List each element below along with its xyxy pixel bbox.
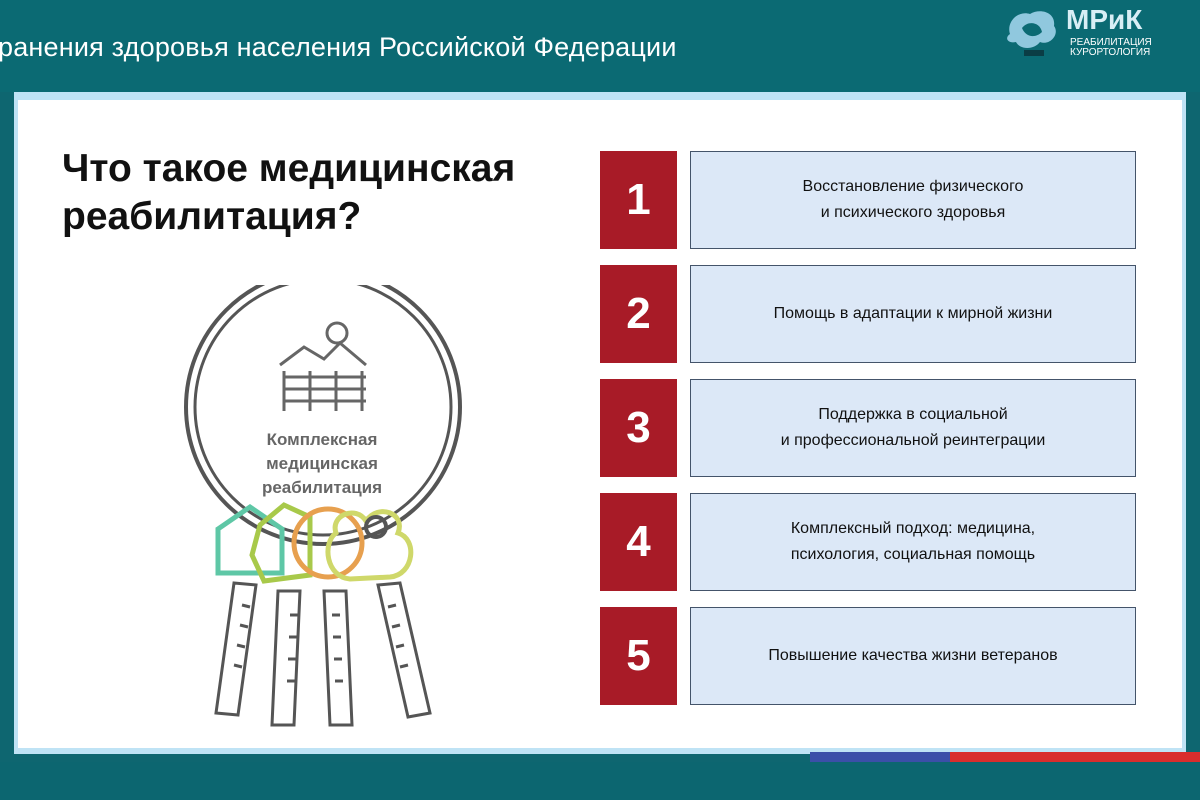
logo-emblem-icon (1007, 11, 1056, 56)
bottom-bar (0, 762, 1200, 800)
logo-subtitle-line1: РЕАБИЛИТАЦИЯ (1070, 37, 1152, 48)
logo-subtitle: РЕАБИЛИТАЦИЯ КУРОРТОЛОГИЯ (1070, 38, 1152, 58)
list-item: 4 Комплексный подход: медицина, психолог… (600, 493, 1136, 591)
item-box: Комплексный подход: медицина, психология… (690, 493, 1136, 591)
item-text: Помощь в адаптации к мирной жизни (773, 305, 1053, 322)
item-text: Комплексный подход: медицина, психология… (790, 520, 1036, 563)
list-item: 1 Восстановление физического и психическ… (600, 151, 1136, 249)
top-header-bar: ранения здоровья населения Российской Фе… (0, 0, 1200, 92)
stripe-blue (810, 752, 950, 762)
logo-name: МРиК (1066, 4, 1143, 35)
item-text: Повышение качества жизни ветеранов (768, 647, 1058, 664)
list-item: 2 Помощь в адаптации к мирной жизни (600, 265, 1136, 363)
list-item: 5 Повышение качества жизни ветеранов (600, 607, 1136, 705)
keys-illustration (180, 268, 470, 735)
item-number: 1 (600, 151, 677, 249)
item-number: 4 (600, 493, 677, 591)
item-box: Поддержка в социальной и профессионально… (690, 379, 1136, 477)
mrik-logo: МРиК РЕАБИЛИТАЦИЯ КУРОРТОЛОГИЯ (1000, 4, 1170, 64)
list-item: 3 Поддержка в социальной и профессиональ… (600, 379, 1136, 477)
landscape-icon (279, 321, 367, 411)
item-box: Помощь в адаптации к мирной жизни (690, 265, 1136, 363)
slide-title-line1: Что такое медицинская (62, 147, 516, 190)
item-text: Восстановление физического и психическог… (802, 178, 1024, 221)
slide-title-line2: реабилитация? (62, 195, 362, 238)
item-number: 2 (600, 265, 677, 363)
item-box: Повышение качества жизни ветеранов (690, 607, 1136, 705)
slide-title: Что такое медицинская реабилитация? (62, 145, 515, 241)
header-title: ранения здоровья населения Российской Фе… (0, 32, 677, 62)
item-number: 3 (600, 379, 677, 477)
stripe-red (950, 752, 1200, 762)
item-text: Поддержка в социальной и профессионально… (780, 406, 1046, 449)
item-number: 5 (600, 607, 677, 705)
logo-subtitle-line2: КУРОРТОЛОГИЯ (1070, 47, 1151, 58)
item-box: Восстановление физического и психическог… (690, 151, 1136, 249)
illustration-label: Комплексная медицинская реабилитация (261, 430, 383, 497)
